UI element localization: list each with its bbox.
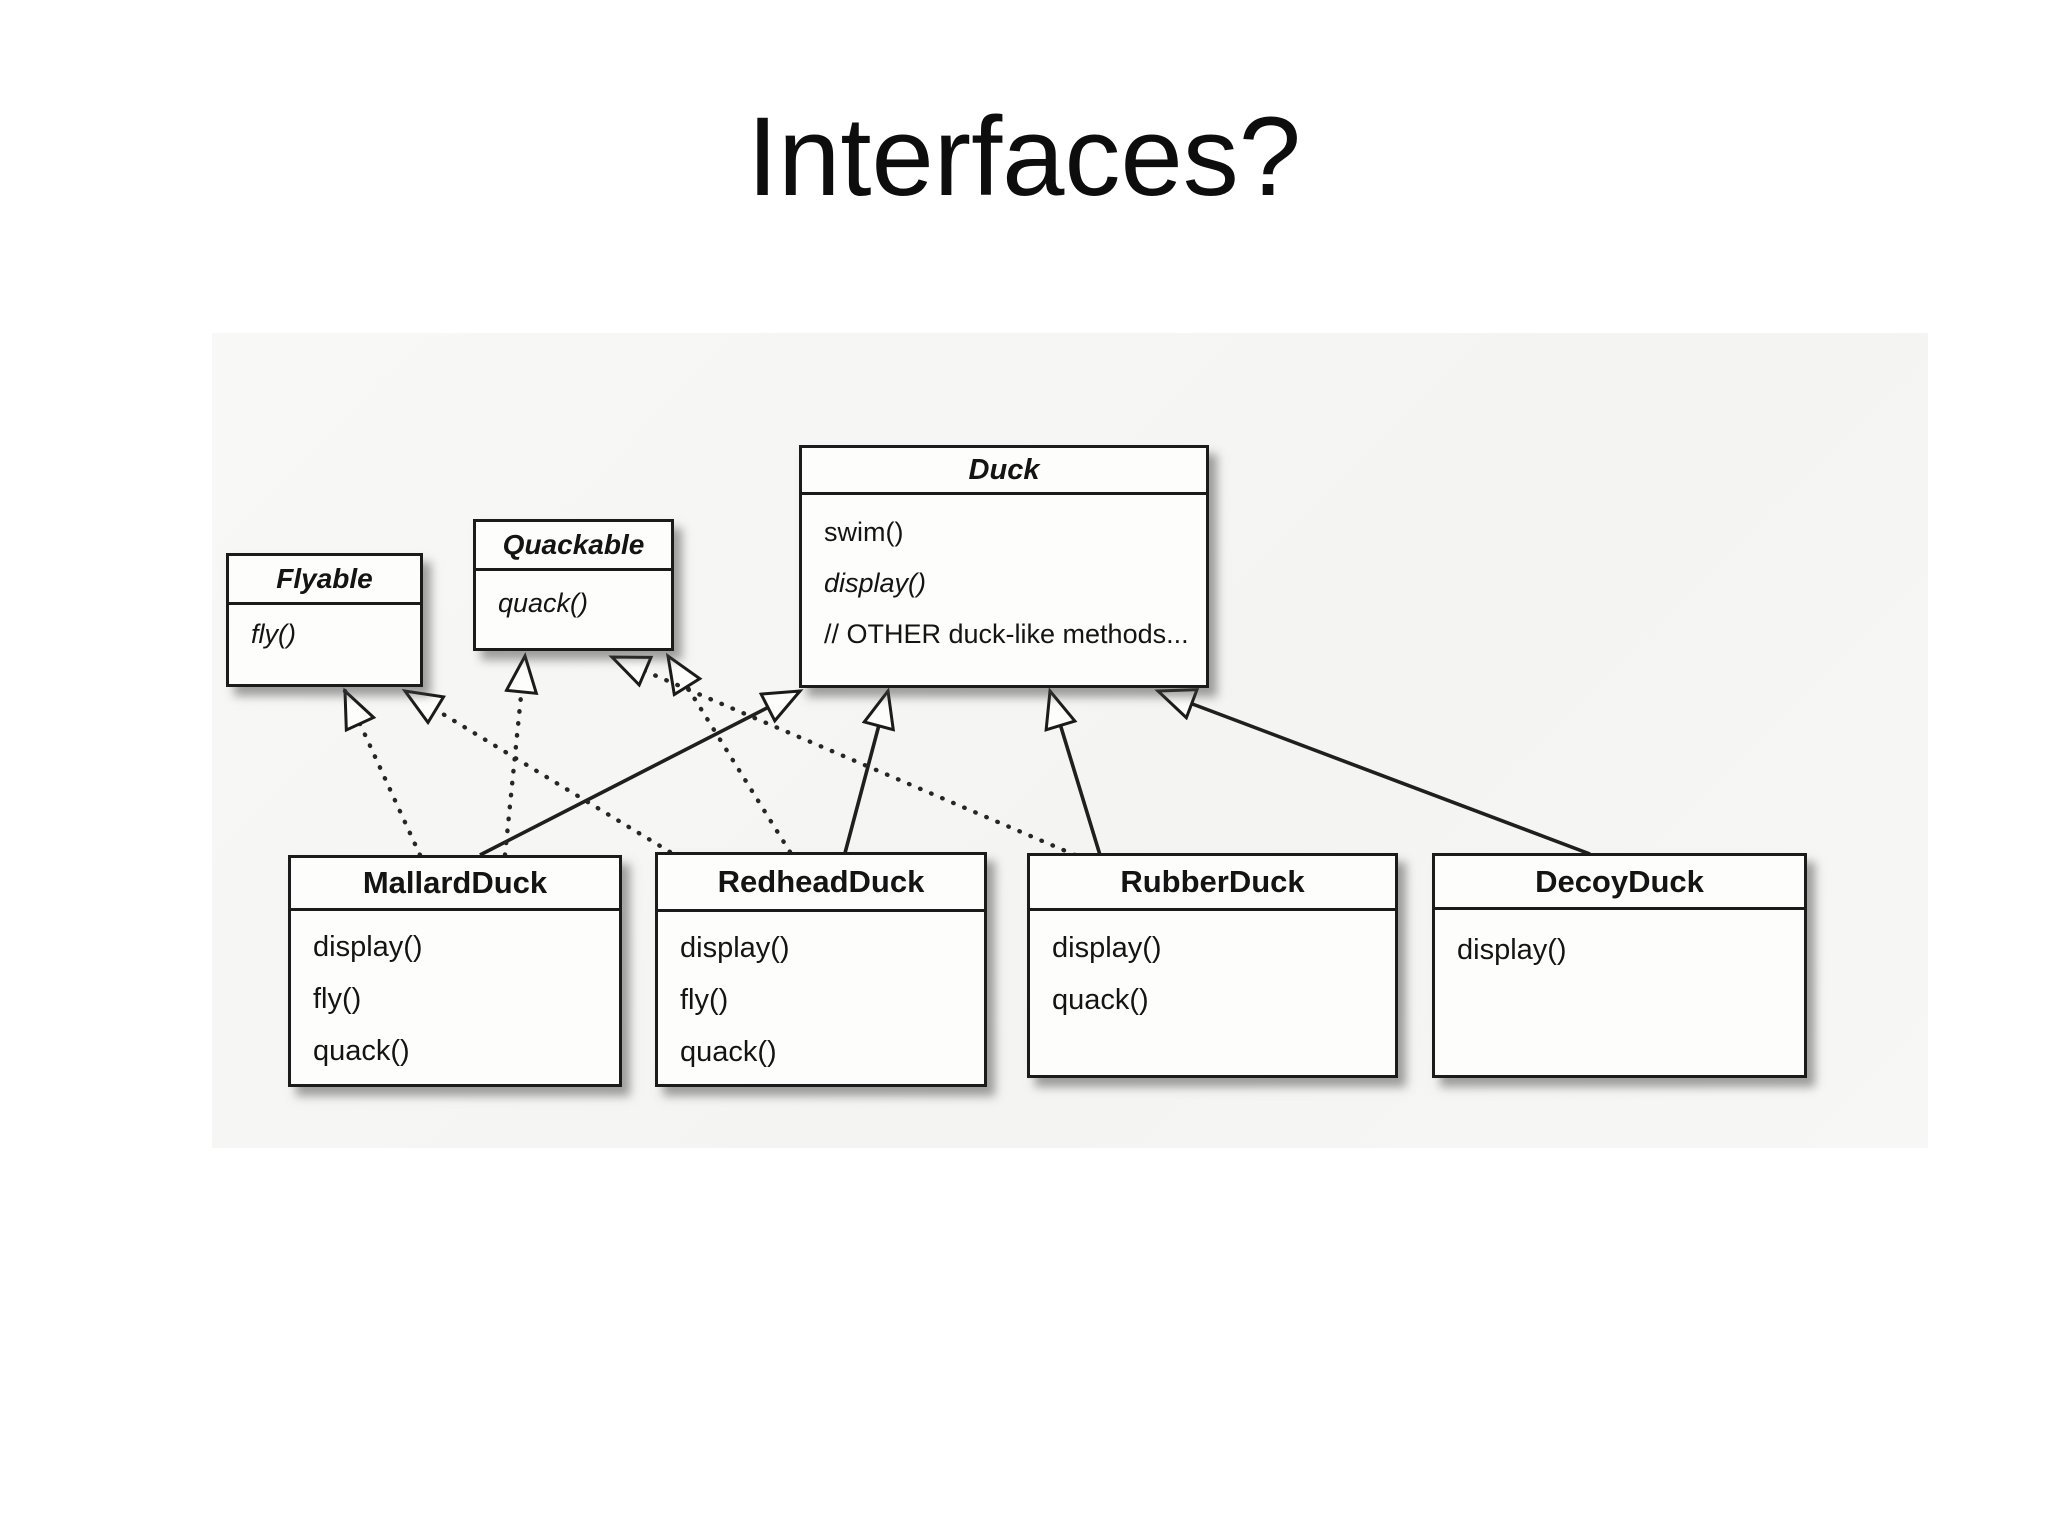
class-name-flyable: Flyable [229, 556, 420, 605]
method-display: display() [1457, 934, 1567, 966]
method-fly: fly() [680, 984, 729, 1016]
class-name-duck: Duck [802, 448, 1206, 495]
method-display: display() [824, 568, 927, 598]
page-title: Interfaces? [746, 94, 1302, 219]
method-fly: fly() [313, 983, 362, 1015]
class-box-flyable: Flyable fly() [226, 553, 423, 687]
class-box-duck: Duck swim() display() // OTHER duck-like… [799, 445, 1209, 688]
class-name-rubberduck: RubberDuck [1030, 856, 1395, 911]
class-name-decoyduck: DecoyDuck [1435, 856, 1804, 910]
class-name-redheadduck: RedheadDuck [658, 855, 984, 912]
class-name-quackable: Quackable [476, 522, 671, 571]
method-quack: quack() [1052, 984, 1149, 1016]
method-other-comment: // OTHER duck-like methods... [824, 619, 1189, 649]
class-box-decoyduck: DecoyDuck display() [1432, 853, 1807, 1078]
class-box-mallardduck: MallardDuck display() fly() quack() [288, 855, 622, 1087]
class-box-redheadduck: RedheadDuck display() fly() quack() [655, 852, 987, 1087]
class-box-rubberduck: RubberDuck display() quack() [1027, 853, 1398, 1078]
method-display: display() [680, 932, 790, 964]
method-display: display() [1052, 932, 1162, 964]
method-display: display() [313, 931, 423, 963]
method-quack: quack() [498, 588, 589, 618]
class-box-quackable: Quackable quack() [473, 519, 674, 651]
class-name-mallardduck: MallardDuck [291, 858, 619, 911]
method-quack: quack() [680, 1036, 777, 1068]
method-swim: swim() [824, 517, 904, 547]
method-quack: quack() [313, 1035, 410, 1067]
method-fly: fly() [251, 619, 296, 649]
